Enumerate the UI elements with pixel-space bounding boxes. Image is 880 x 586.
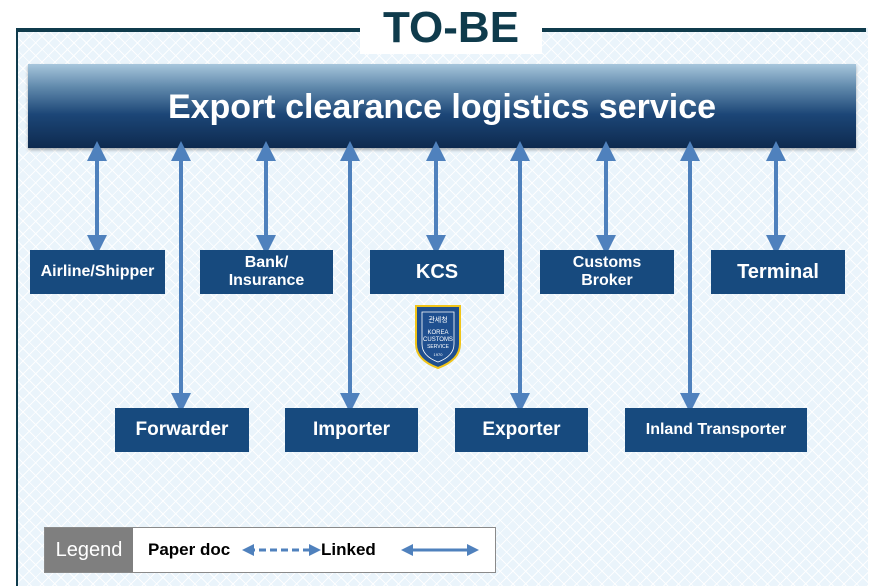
logo-year: 1970 (434, 352, 444, 357)
title-rule-right (542, 28, 866, 32)
node-kcs-label: KCS (415, 260, 459, 283)
node-broker-line1: Customs (572, 253, 642, 271)
legend-arrows (242, 544, 479, 556)
node-importer-label: Importer (312, 419, 391, 441)
node-terminal: Terminal (711, 250, 845, 294)
logo-line3: SERVICE (427, 344, 450, 350)
node-airline-label: Airline/Shipper (40, 262, 155, 280)
node-kcs: KCS (370, 250, 504, 294)
korea-customs-service-logo: 관세청 KOREA CUSTOMS SERVICE 1970 (415, 305, 461, 370)
node-inland-label: Inland Transporter (645, 420, 787, 438)
node-importer: Importer (285, 408, 418, 452)
page-title: TO-BE (360, 0, 542, 54)
legend-label: Legend (45, 528, 133, 572)
logo-korean: 관세청 (428, 315, 447, 324)
node-terminal-label: Terminal (737, 260, 819, 283)
legend: Legend Paper doc Linked (44, 527, 496, 573)
node-forwarder-label: Forwarder (135, 419, 229, 441)
node-broker-line2: Broker (581, 272, 633, 289)
node-bank-label: Bank/Insurance (229, 254, 305, 291)
service-banner: Export clearance logistics service (28, 64, 856, 148)
node-bank-line1: Bank/ (244, 253, 289, 271)
title-rule-left (16, 28, 360, 32)
node-inland-transporter: Inland Transporter (625, 408, 807, 452)
logo-line2: CUSTOMS (423, 337, 453, 343)
node-exporter-label: Exporter (482, 419, 561, 441)
node-airline-shipper: Airline/Shipper (30, 250, 165, 294)
legend-linked: Linked (321, 540, 376, 559)
logo-line1: KOREA (427, 330, 448, 336)
node-bank-insurance: Bank/Insurance (200, 250, 333, 294)
node-exporter: Exporter (455, 408, 588, 452)
node-bank-line2: Insurance (228, 272, 305, 289)
legend-paper-doc: Paper doc (148, 540, 231, 559)
node-forwarder: Forwarder (115, 408, 249, 452)
